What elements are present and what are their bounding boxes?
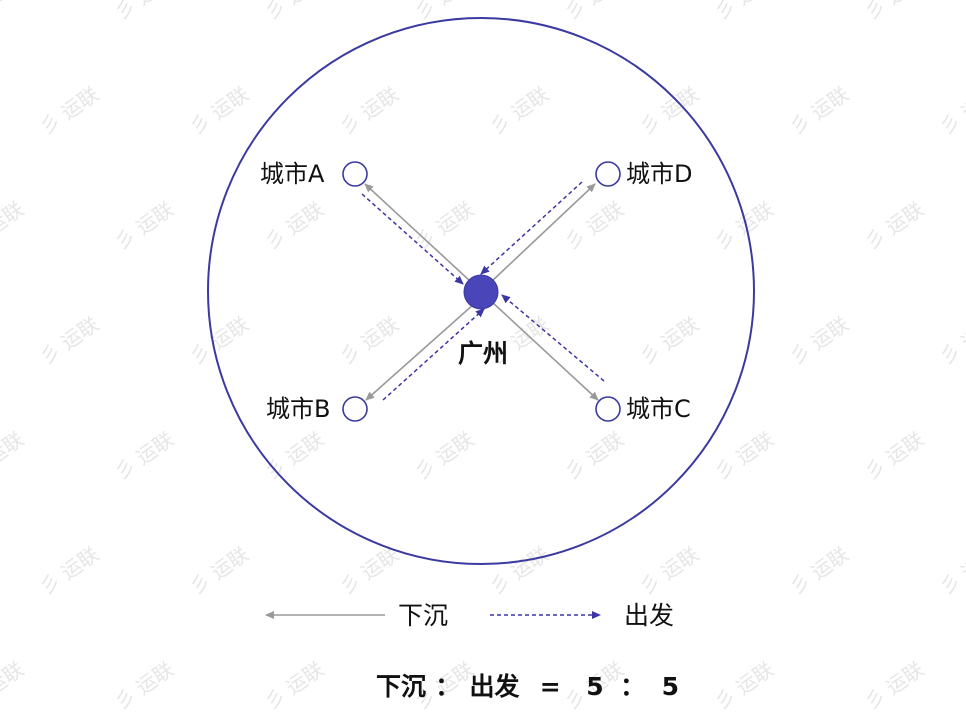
ratio-equals: = — [539, 672, 561, 701]
hub-label: 广州 — [458, 339, 509, 368]
ratio-left-label: 下沉 — [376, 672, 427, 701]
hub-node — [463, 274, 499, 310]
city-b-label: 城市B — [266, 395, 331, 423]
city-b-node — [342, 396, 368, 422]
city-a-node — [342, 161, 368, 187]
depart-arrow-from-city-b — [382, 308, 485, 401]
ratio-right-label: 出发 — [469, 672, 520, 701]
legend-sink-label: 下沉 — [398, 601, 449, 630]
sink-arrow-to-city-c — [491, 301, 599, 401]
city-c-node — [595, 396, 621, 422]
sink-arrow-to-city-d — [491, 183, 596, 282]
legend-depart-label: 出发 — [624, 601, 675, 630]
city-a-label: 城市A — [260, 160, 325, 188]
boundary-circle — [207, 17, 755, 565]
ratio-line: 下沉 ： 出发 = 5 ： 5 — [376, 674, 684, 699]
ratio-left-value: 5 — [586, 672, 604, 701]
sink-arrow-to-city-b — [365, 303, 475, 401]
ratio-right-value: 5 — [661, 672, 680, 701]
sink-arrow-to-city-a — [364, 183, 471, 282]
city-c-label: 城市C — [626, 395, 691, 423]
depart-arrow-from-city-a — [361, 193, 464, 285]
ratio-separator: ： — [435, 672, 461, 701]
depart-arrow-from-city-c — [501, 294, 605, 382]
city-d-label: 城市D — [626, 160, 693, 188]
depart-arrow-from-city-d — [480, 181, 583, 275]
city-d-node — [595, 161, 621, 187]
ratio-colon: ： — [620, 672, 646, 701]
